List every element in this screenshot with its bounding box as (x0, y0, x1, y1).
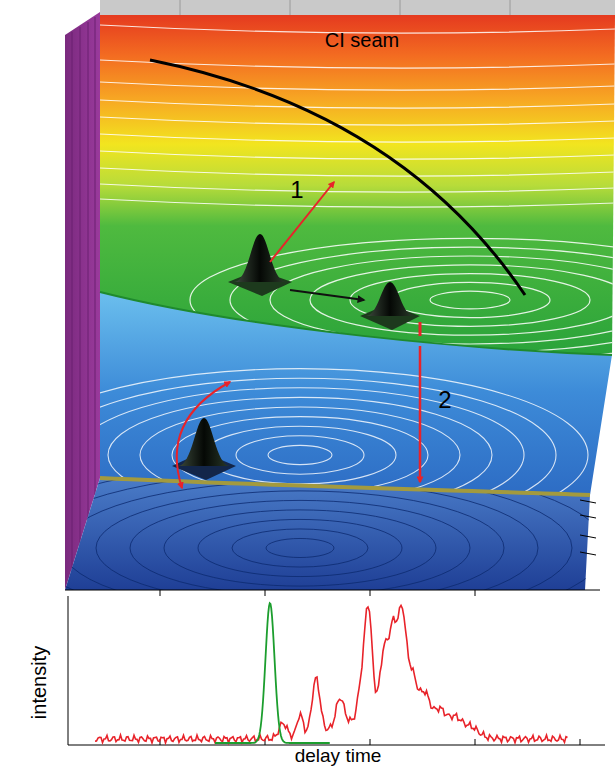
contour-line (100, 151, 615, 159)
contour-line (76, 388, 524, 522)
surface-edge (100, 478, 590, 495)
transition-marker (419, 322, 422, 336)
contour-line (62, 481, 538, 614)
contour-line (100, 199, 615, 207)
motion-arrow (290, 290, 364, 300)
transition-arrow (419, 346, 422, 482)
contour-line (108, 397, 492, 512)
contour-line (390, 282, 550, 317)
contour-line (268, 445, 332, 464)
contour-line (12, 369, 588, 542)
callout-number: 2 (438, 386, 451, 414)
plot-axes (65, 500, 605, 745)
contour-line (100, 117, 615, 125)
contour-line (204, 426, 396, 484)
contour-line (310, 265, 615, 335)
contour-line (100, 168, 615, 176)
surface-edge (100, 292, 612, 355)
contour-line (100, 100, 615, 108)
contour-line (96, 491, 504, 605)
side-wall-grid (72, 17, 95, 570)
contour-line (266, 538, 334, 557)
vibration-arrow (177, 382, 230, 488)
axis-title: delay time (295, 745, 382, 767)
callout-number: 1 (290, 176, 303, 204)
contour-line (28, 472, 572, 624)
contour-line (164, 510, 436, 586)
wavepacket (360, 282, 420, 330)
contour-line (100, 82, 615, 90)
contour-floor (65, 478, 590, 590)
ci-seam-line (150, 60, 525, 295)
contour-line (100, 184, 615, 192)
axis-title: intensity (29, 645, 52, 718)
excited-state-surface (100, 15, 615, 355)
contour-line (232, 529, 368, 567)
contour-line (130, 500, 470, 595)
contour-line (198, 519, 402, 576)
contour-line (236, 436, 364, 474)
contour-line (230, 247, 615, 353)
contour-line (44, 378, 556, 532)
signal-trace (215, 603, 330, 743)
seam-label: CI seam (325, 29, 399, 52)
wavepacket (172, 418, 236, 480)
wavepacket (228, 234, 292, 296)
signal-trace (95, 605, 568, 743)
contour-line (430, 291, 510, 309)
